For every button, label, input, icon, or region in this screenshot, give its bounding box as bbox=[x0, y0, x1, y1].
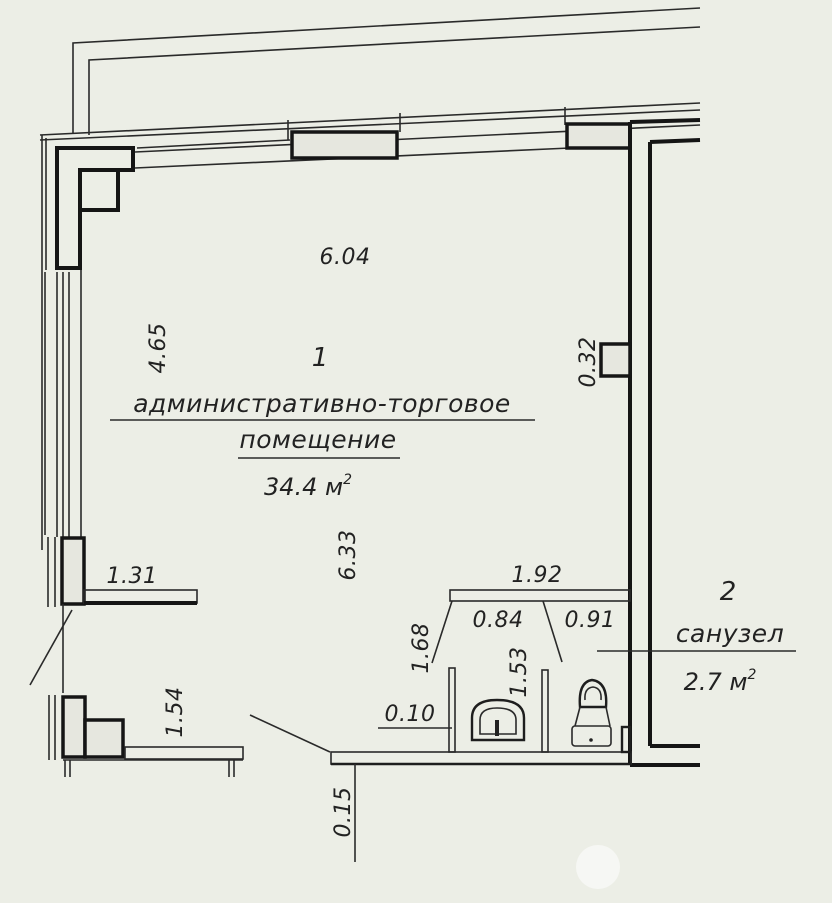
room2-name: санузел bbox=[676, 619, 784, 648]
dim-wall-thickness-bath: 0.10 bbox=[385, 702, 436, 727]
dim-wall-thickness-bottom: 0.15 bbox=[331, 787, 356, 838]
dim-bath-diag: 1.68 bbox=[409, 623, 434, 674]
room2-area: 2.7 м2 bbox=[684, 667, 757, 696]
bathroom bbox=[330, 589, 796, 862]
watermark-logo bbox=[576, 845, 620, 889]
window-top bbox=[290, 130, 399, 160]
dim-bath-width: 1.92 bbox=[512, 563, 563, 588]
top-wall bbox=[39, 102, 701, 169]
dim-bath-inner: 1.53 bbox=[507, 647, 532, 698]
dim-top-width: 6.04 bbox=[320, 245, 371, 270]
room2-number: 2 bbox=[720, 577, 737, 607]
column-right bbox=[599, 342, 632, 378]
left-wall bbox=[44, 270, 86, 607]
dim-column-depth: 0.32 bbox=[576, 337, 601, 388]
dim-left-partition: 1.31 bbox=[107, 564, 158, 589]
dim-sink-zone: 0.84 bbox=[473, 608, 524, 633]
sink-icon bbox=[470, 698, 526, 742]
dim-entry-partition: 1.54 bbox=[163, 687, 188, 738]
column-top-right bbox=[565, 122, 632, 150]
partition-left bbox=[29, 589, 198, 693]
outer-overhang bbox=[72, 7, 701, 135]
right-wall bbox=[599, 122, 700, 767]
column-left bbox=[60, 536, 86, 606]
entry-block bbox=[48, 695, 331, 777]
dim-room-depth: 6.33 bbox=[336, 530, 361, 581]
room1-name-line1: административно-торговое bbox=[133, 389, 511, 418]
room1-number: 1 bbox=[312, 343, 329, 373]
dim-wc-zone: 0.91 bbox=[565, 608, 616, 633]
dim-left-wall: 4.65 bbox=[146, 323, 171, 374]
column-entry bbox=[61, 695, 87, 759]
corner-column bbox=[41, 135, 135, 550]
room1-area: 34.4 м2 bbox=[264, 472, 352, 501]
room1-name-line2: помещение bbox=[239, 425, 396, 454]
column-entry-small bbox=[83, 718, 125, 759]
toilet-icon bbox=[571, 678, 612, 747]
